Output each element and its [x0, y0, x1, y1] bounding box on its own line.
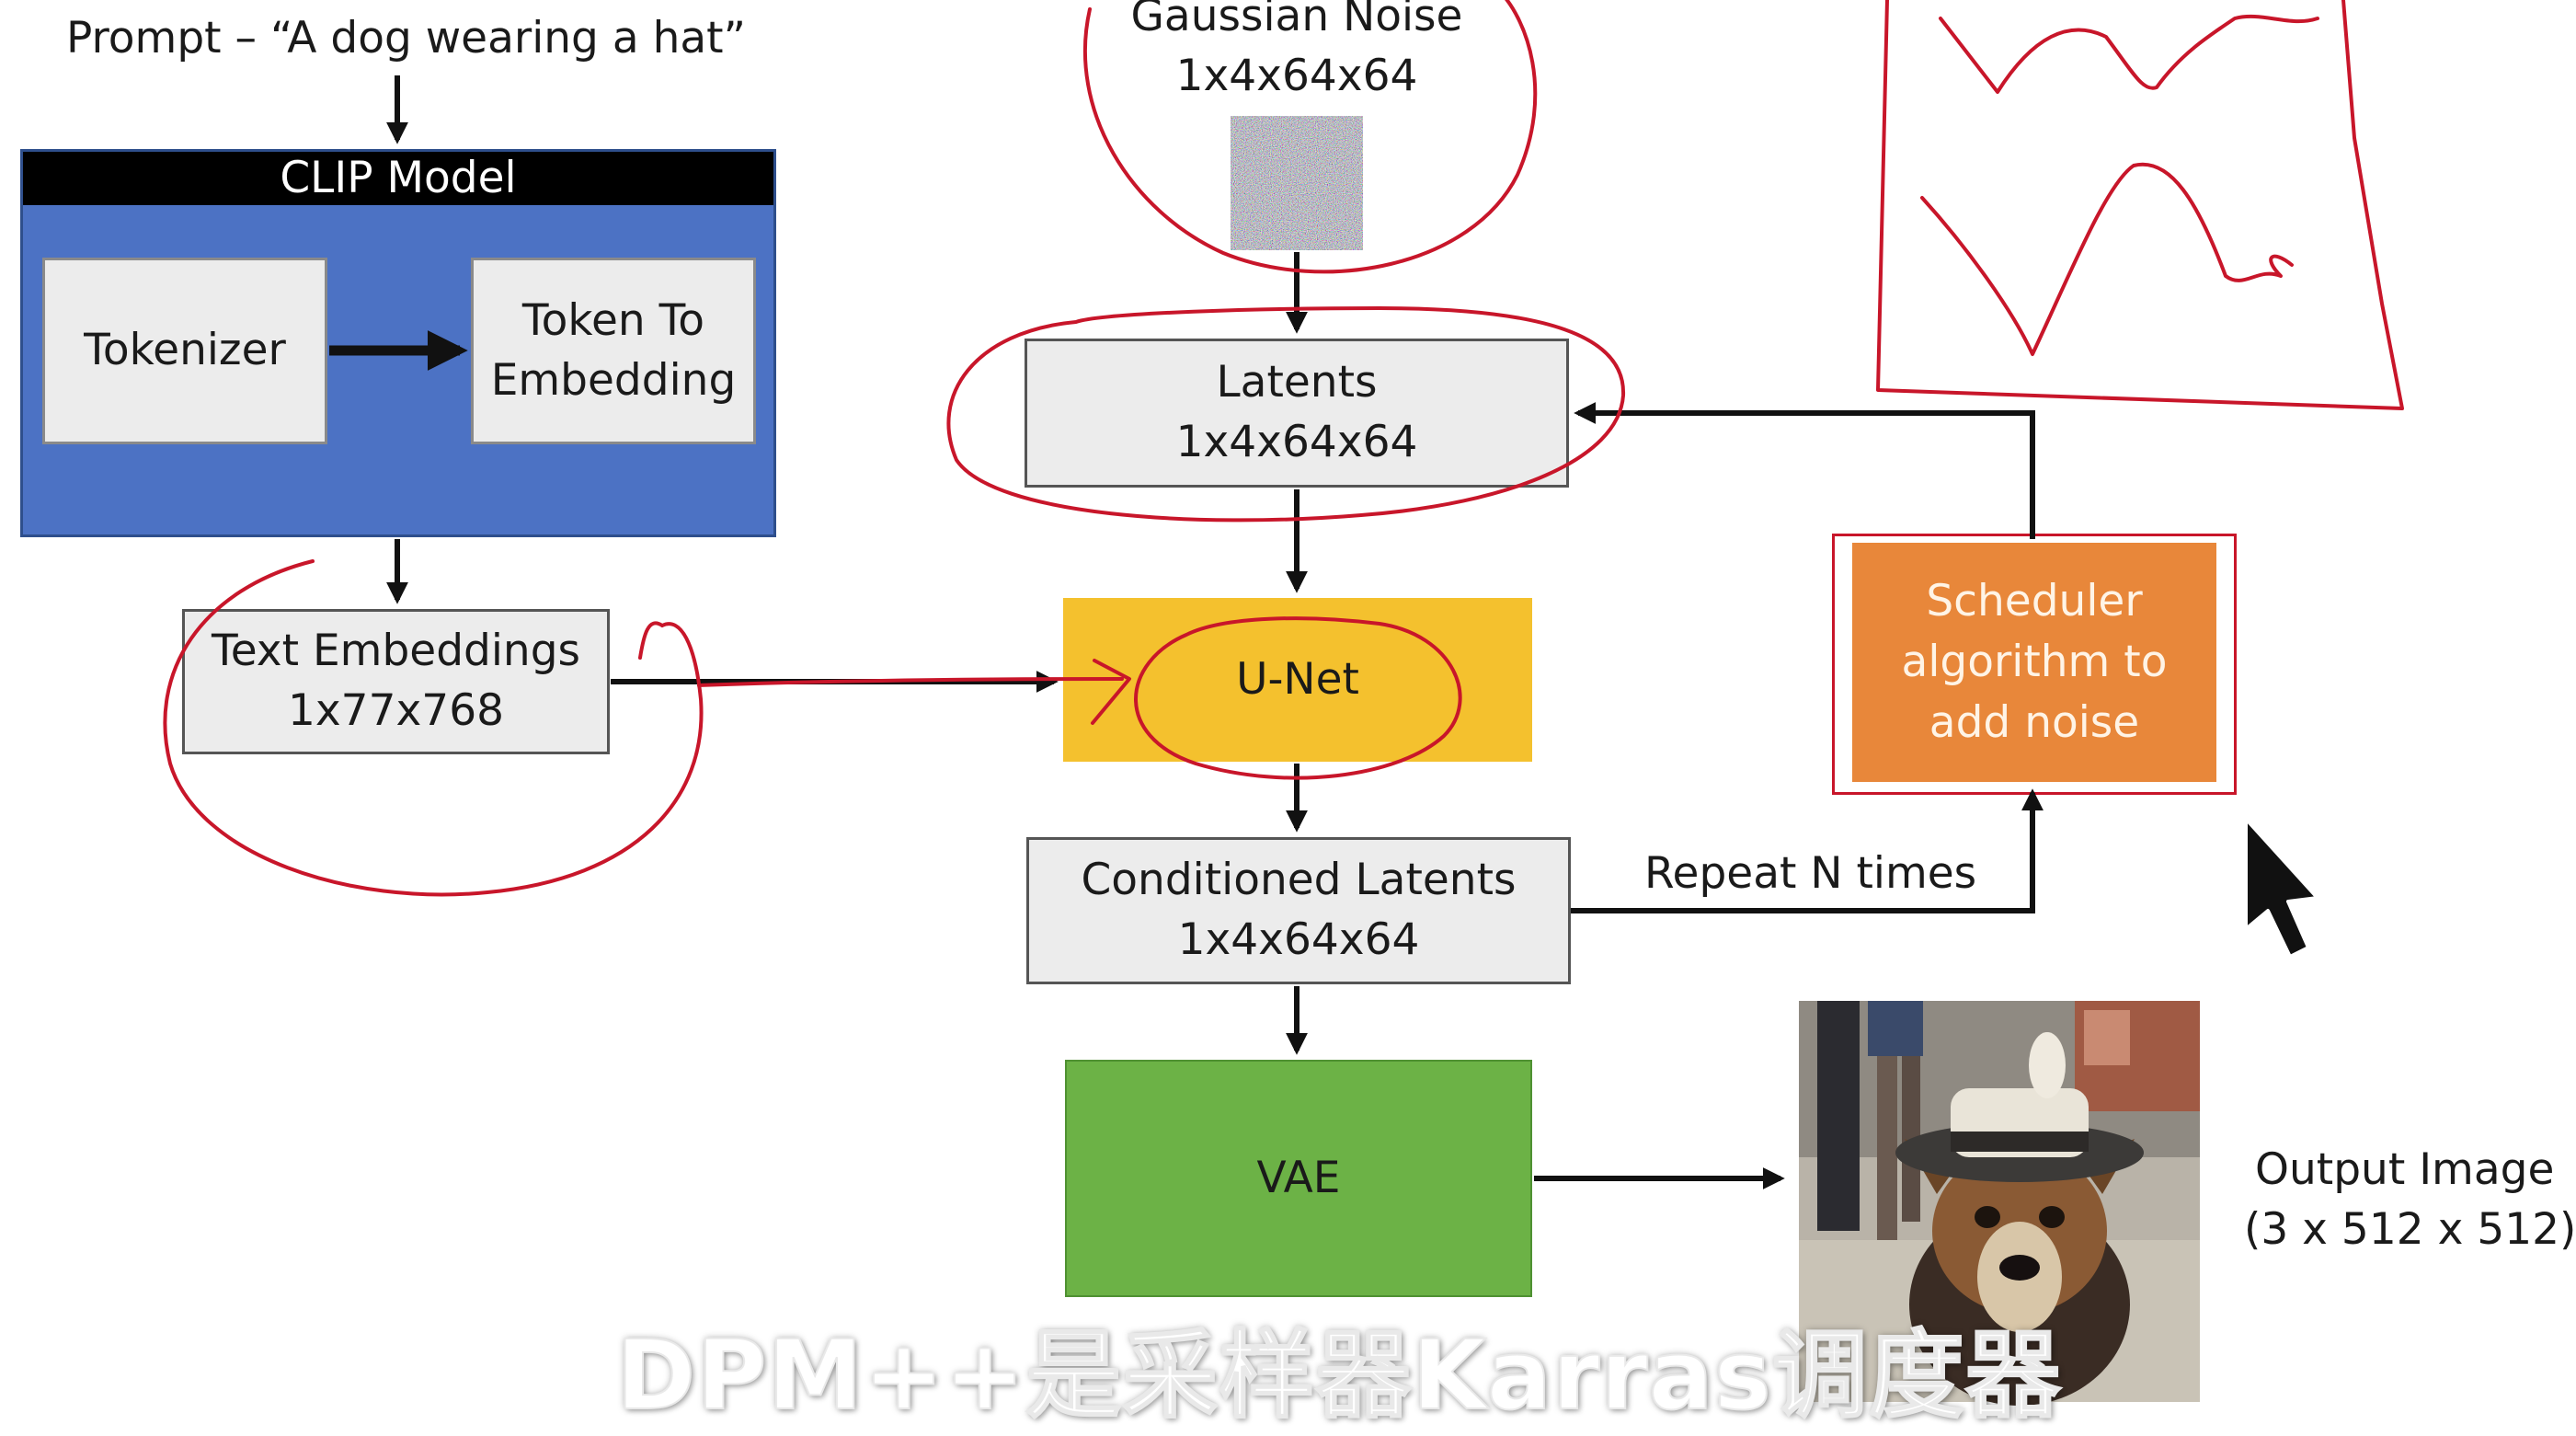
repeat-label: Repeat N times — [1644, 848, 1977, 899]
cursor-icon — [2244, 817, 2319, 959]
tokenizer-box: Tokenizer — [42, 258, 327, 444]
gaussian-noise-label: Gaussian Noise 1x4x64x64 — [1130, 0, 1463, 101]
text-embeddings-box: Text Embeddings 1x77x768 — [182, 609, 610, 754]
annotation-sketch-curve-top — [1939, 14, 2319, 94]
token-to-embedding-box: Token To Embedding — [471, 258, 756, 444]
annotation-sketch-frame — [1876, 0, 2404, 410]
latents-box: Latents 1x4x64x64 — [1025, 339, 1569, 488]
unet-box: U-Net — [1063, 598, 1532, 762]
conditioned-latents-box: Conditioned Latents 1x4x64x64 — [1026, 837, 1571, 984]
vae-box: VAE — [1065, 1060, 1532, 1297]
scheduler-box: Scheduler algorithm to add noise — [1852, 543, 2216, 782]
output-image — [1799, 1001, 2200, 1406]
output-image-label: Output Image (3 x 512 x 512) — [2244, 1144, 2576, 1255]
annotation-arrow-unet — [697, 677, 1124, 687]
arrow-scheduler-latents — [1574, 402, 2035, 539]
annotation-sketch-curve-bottom — [1920, 162, 2294, 356]
gaussian-noise-image — [1231, 116, 1363, 250]
prompt-label: Prompt – “A dog wearing a hat” — [66, 13, 746, 63]
video-subtitle: DPM++是采样器Karras调度器 — [615, 1318, 2062, 1432]
clip-model-header: CLIP Model — [23, 152, 773, 205]
